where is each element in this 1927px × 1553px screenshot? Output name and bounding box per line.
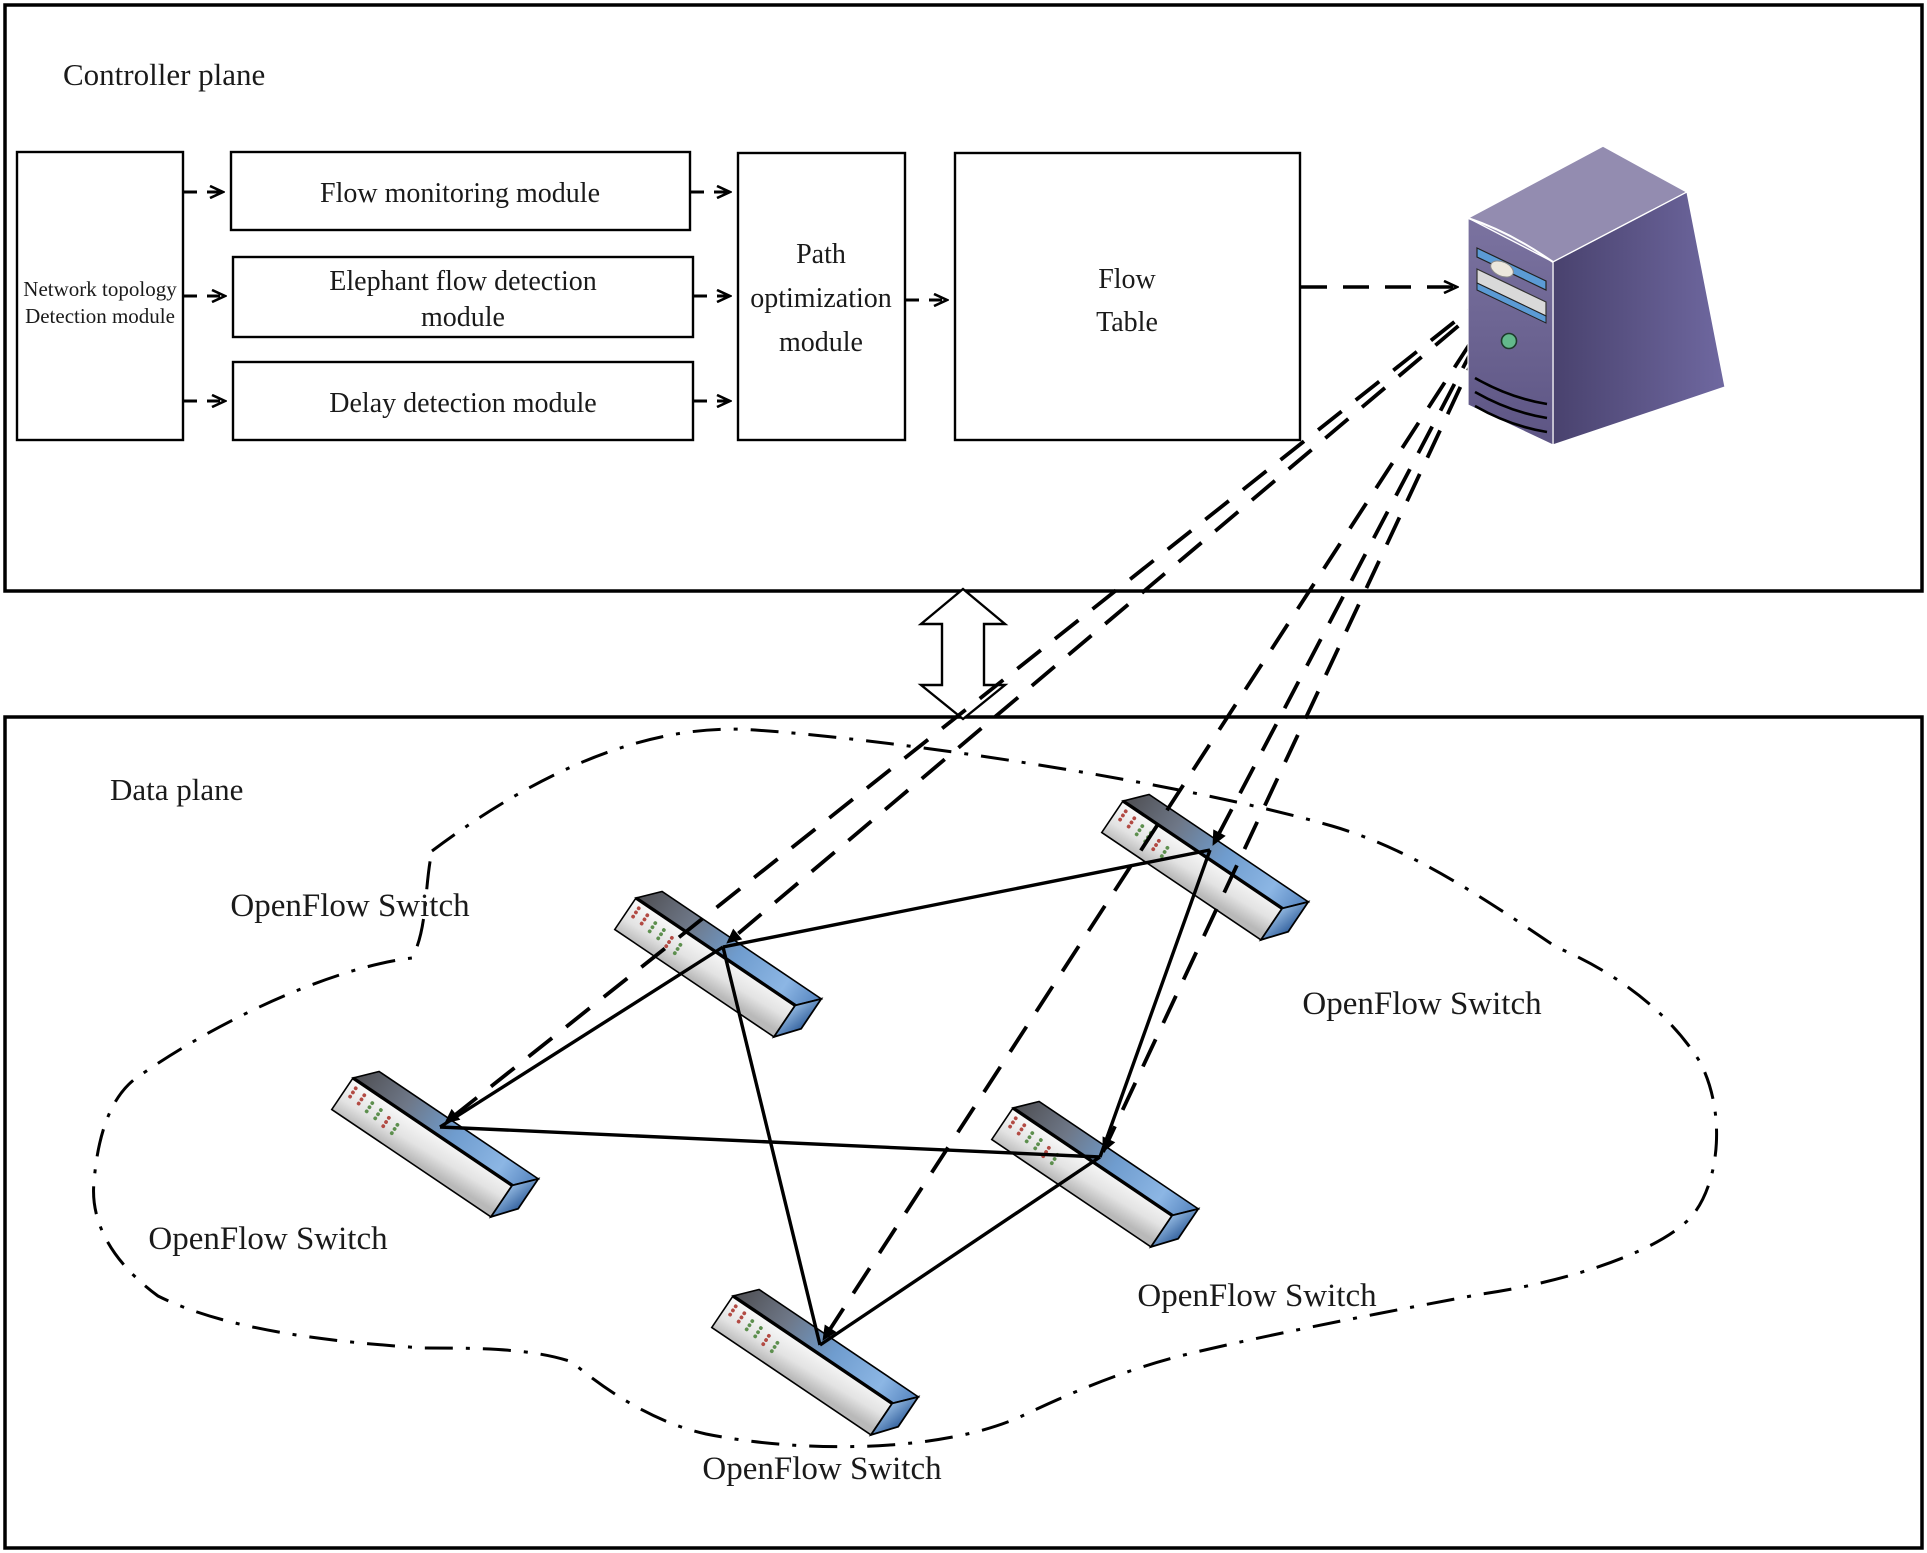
- control-link-server-middleright: [1101, 299, 1503, 1153]
- control-link-server-topright: [1211, 298, 1501, 846]
- network-topology-label-line1: Network topology: [23, 277, 177, 301]
- controller-plane-title: Controller plane: [63, 57, 265, 92]
- server-drive-bay-2-accent: [1476, 282, 1547, 324]
- controller-control-links: [443, 290, 1503, 1342]
- elephant-flow-label-line1: Elephant flow detection: [329, 266, 596, 297]
- path-optimization-label-line2: optimization: [750, 283, 892, 314]
- link-topmiddle-bottom: [721, 946, 822, 1346]
- switch-label-bottom: OpenFlow Switch: [702, 1451, 942, 1487]
- link-middleright-bottom: [819, 1155, 1101, 1347]
- server-power-led: [1500, 332, 1518, 350]
- path-optimization-label-line1: Path: [796, 239, 846, 270]
- server-drive-button: [1490, 260, 1514, 278]
- server-front-top-highlight: [1467, 217, 1554, 263]
- planes-link-double-arrow: [917, 587, 1009, 721]
- control-link-server-bottom: [821, 300, 1499, 1342]
- control-link-server-left: [443, 290, 1494, 1125]
- elephant-flow-module-box: [231, 255, 695, 339]
- controller-dashed-arrows: [184, 192, 946, 401]
- flow-table-label-line1: Flow: [1098, 264, 1156, 295]
- elephant-flow-label-line2: module: [421, 302, 505, 333]
- data-plane-box: [3, 715, 1924, 1550]
- path-optimization-module-box: [736, 151, 907, 442]
- switch-label-top-right: OpenFlow Switch: [1302, 986, 1542, 1022]
- controller-server-icon: [1466, 145, 1726, 446]
- network-topology-module-box: [15, 150, 185, 442]
- path-optimization-label-line3: module: [779, 327, 863, 358]
- flow-table-box: [953, 151, 1302, 442]
- link-middleright-left: [439, 1125, 1101, 1159]
- switch-label-middle-right: OpenFlow Switch: [1137, 1278, 1377, 1314]
- switch-label-left: OpenFlow Switch: [148, 1221, 388, 1257]
- flow-table-label-line2: Table: [1096, 307, 1158, 338]
- server-vent-lines: [1474, 376, 1548, 434]
- control-link-server-topmiddle: [725, 293, 1497, 945]
- delay-detection-label: Delay detection module: [329, 388, 596, 419]
- flow-monitoring-label: Flow monitoring module: [320, 178, 600, 209]
- link-topmiddle-left: [439, 945, 724, 1129]
- link-middleright-topright: [1098, 849, 1212, 1158]
- data-plane-title: Data plane: [110, 772, 243, 807]
- flow-monitoring-module-box: [229, 150, 692, 232]
- switch-label-top-middle: OpenFlow Switch: [230, 888, 470, 924]
- network-cloud-outline: [92, 727, 1719, 1449]
- network-topology-label-line2: Detection module: [25, 304, 175, 328]
- delay-detection-module-box: [231, 360, 695, 442]
